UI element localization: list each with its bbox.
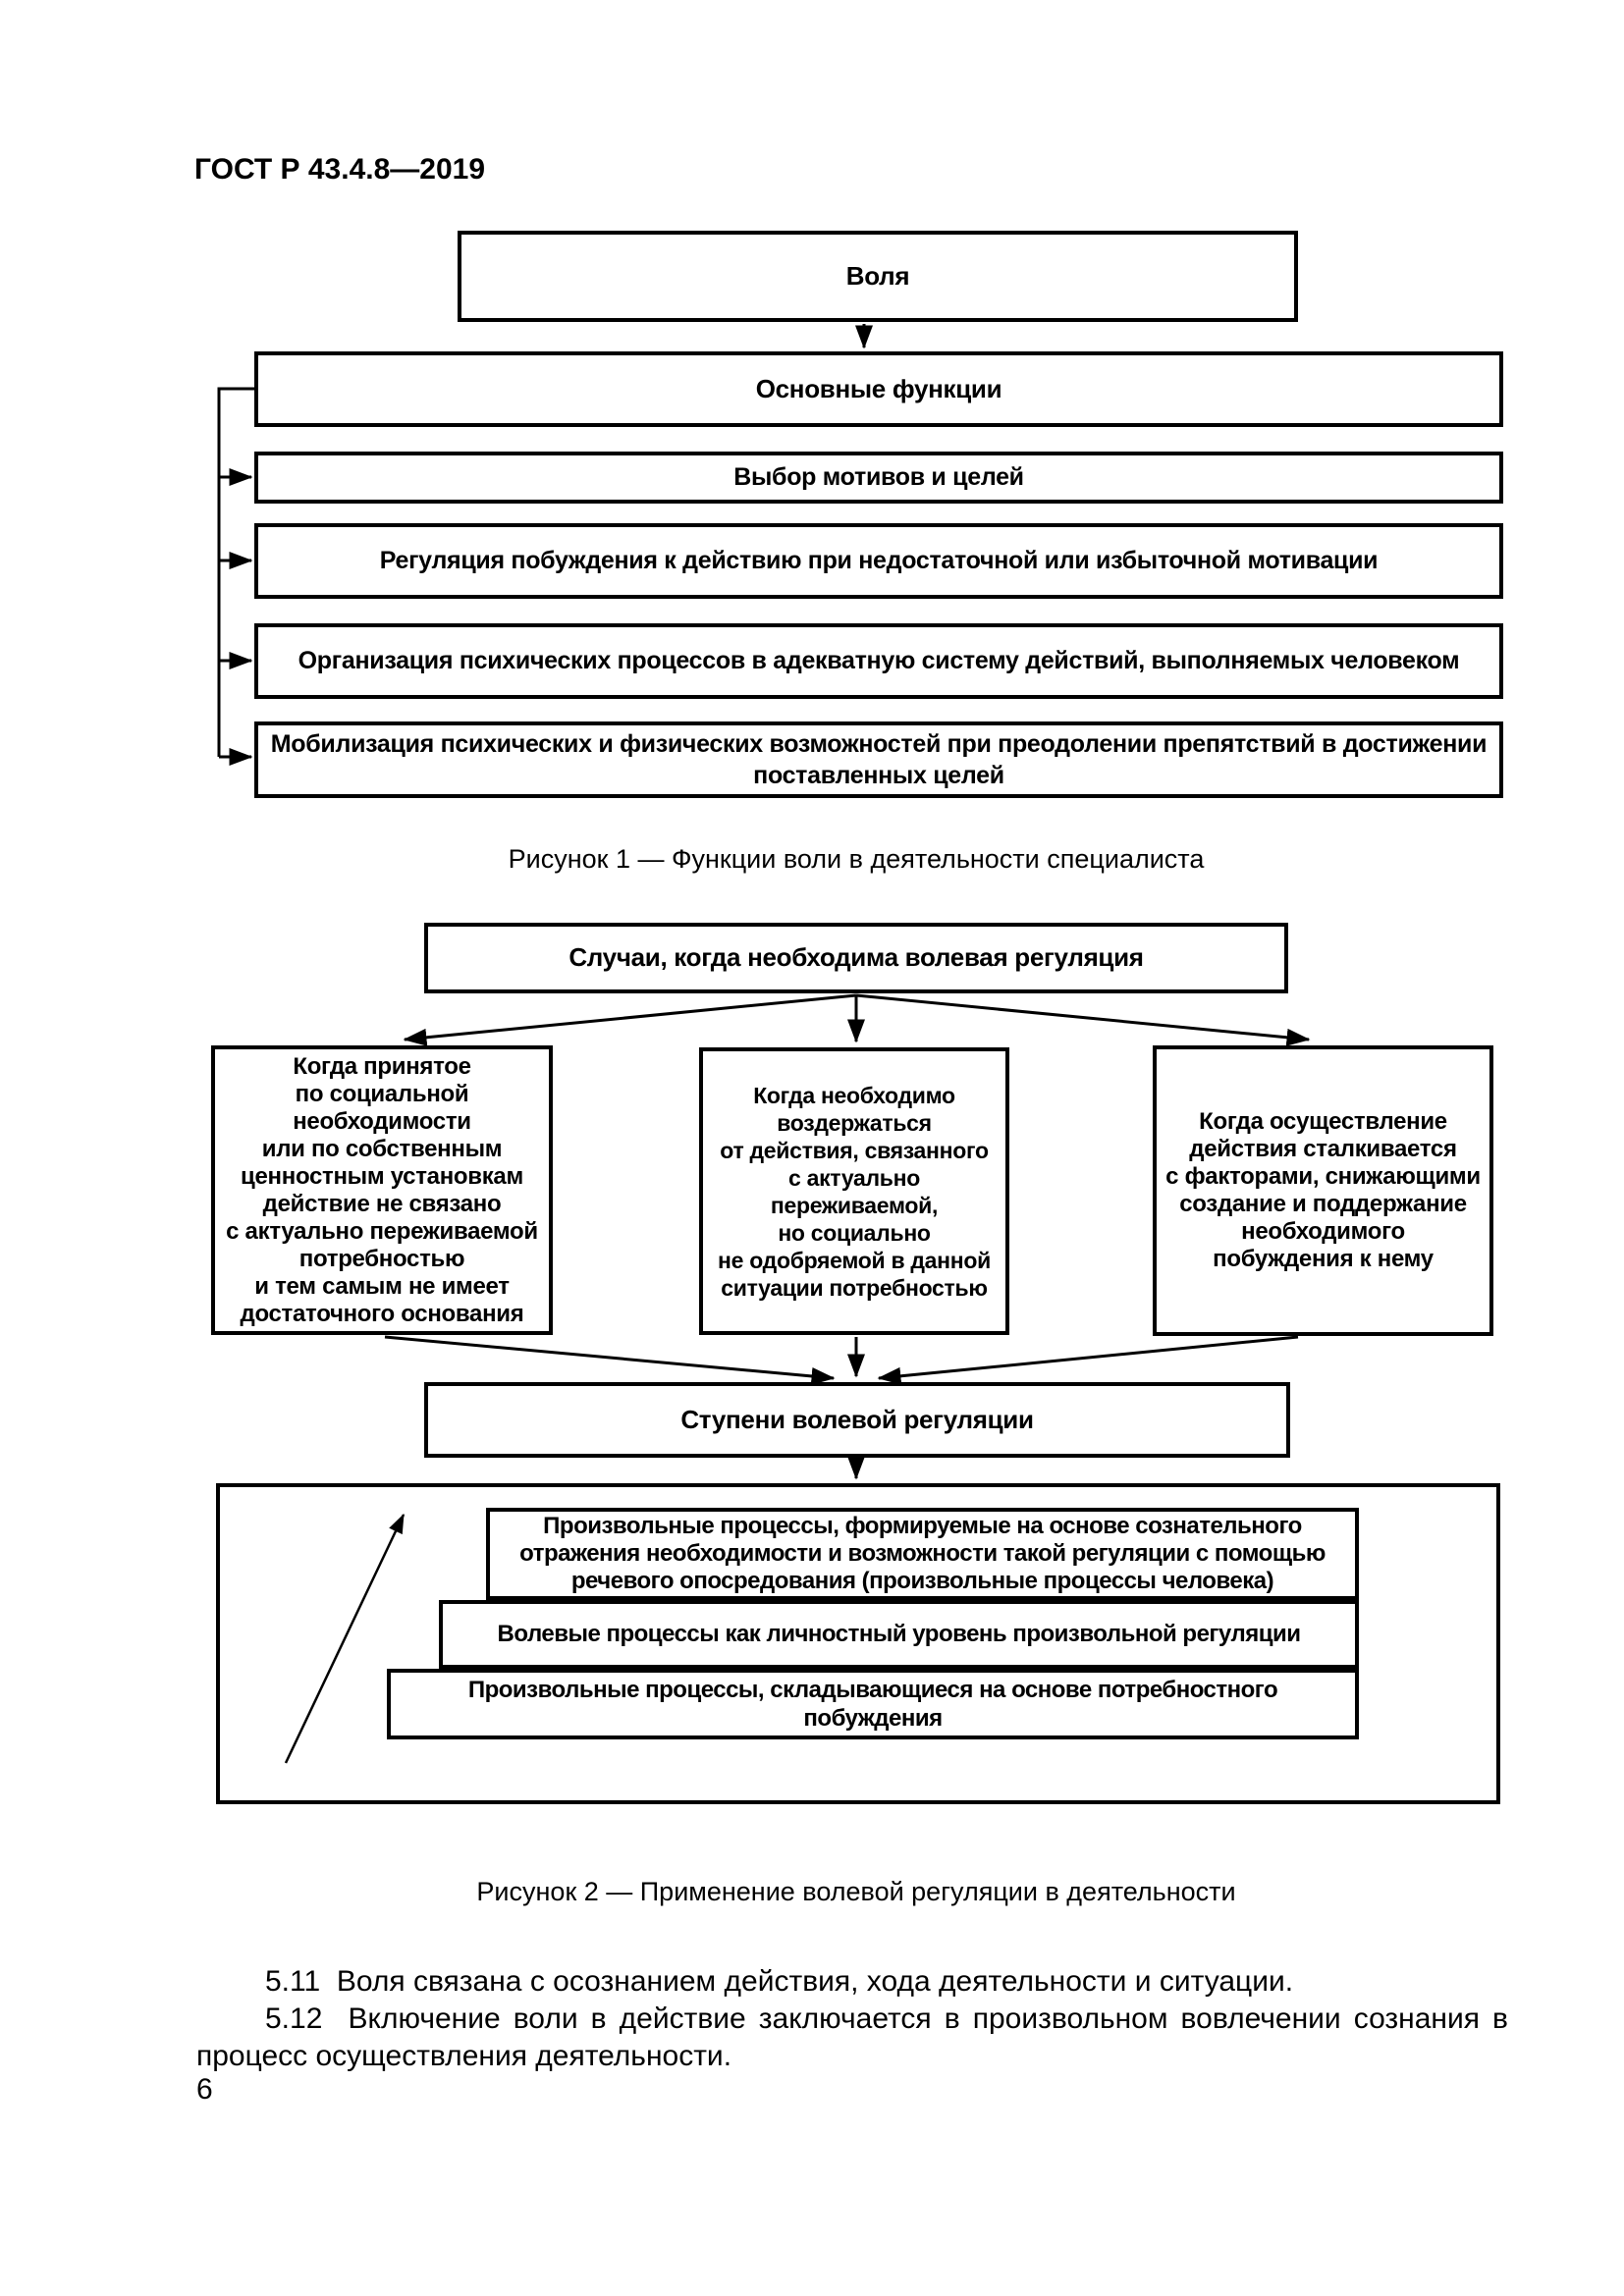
- fig2-case-box: Когда необходимо воздержаться от действи…: [699, 1047, 1009, 1335]
- fig2-box-cases-title: Случаи, когда необходима волевая регуляц…: [424, 923, 1288, 993]
- fig1-bracket-line: [217, 387, 254, 757]
- fig2-step-box: Волевые процессы как личностный уровень …: [439, 1600, 1359, 1669]
- fig2-arrow-right-to-steps: [877, 1335, 1299, 1385]
- fig2-step-box: Произвольные процессы, формируемые на ос…: [486, 1508, 1359, 1600]
- paragraph-5-12: 5.12 Включение воли в действие заключает…: [196, 2002, 1517, 2072]
- fig2-step-box: Произвольные процессы, складывающиеся на…: [387, 1669, 1359, 1739]
- fig2-case-box: Когда принятое по социальной необходимос…: [211, 1045, 553, 1335]
- fig2-box-steps-title: Ступени волевой регуляции: [424, 1382, 1290, 1458]
- fig2-arrow-left-to-steps: [384, 1335, 836, 1385]
- fig1-box-main-functions: Основные функции: [254, 351, 1503, 427]
- fig2-caption: Рисунок 2 — Применение волевой регуляции…: [476, 1877, 1236, 1906]
- doc-code-header: ГОСТ Р 43.4.8—2019: [194, 153, 486, 186]
- fig1-function-row: Организация психических процессов в адек…: [254, 623, 1503, 699]
- fig1-function-row: Регуляция побуждения к действию при недо…: [254, 523, 1503, 599]
- fig2-arrow-cases-to-right: [855, 993, 1311, 1046]
- fig1-function-row: Мобилизация психических и физических воз…: [254, 721, 1503, 798]
- fig1-box-volya: Воля: [458, 231, 1298, 322]
- fig1-function-row: Выбор мотивов и целей: [254, 452, 1503, 504]
- fig2-arrow-cases-to-left: [403, 993, 857, 1046]
- fig2-case-box: Когда осуществление действия сталкиваетс…: [1153, 1045, 1493, 1336]
- fig1-caption: Рисунок 1 — Функции воли в деятельности …: [508, 844, 1205, 874]
- fig2-steps-container: [216, 1483, 1500, 1804]
- page-number: 6: [196, 2073, 213, 2106]
- paragraph-5-11: 5.11 Воля связана с осознанием действия,…: [265, 1965, 1294, 1998]
